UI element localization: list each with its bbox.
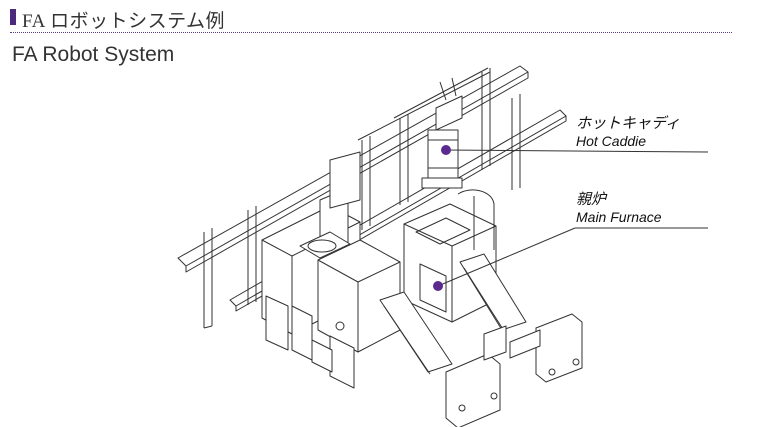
hot-caddie-marker — [441, 145, 451, 155]
page-header: FA ロボットシステム例 — [10, 4, 732, 33]
main-furnace-leader-line — [437, 227, 576, 287]
carts — [445, 313, 583, 427]
hot-caddie-leader-line — [445, 149, 709, 153]
page-title: FA ロボットシステム例 — [22, 11, 226, 32]
gantry-posts — [203, 67, 521, 329]
main-furnace-label-jp: 親炉 — [576, 190, 607, 208]
header-accent-bar — [10, 9, 16, 25]
hot-caddie — [421, 77, 463, 189]
section-subtitle: FA Robot System — [12, 43, 175, 66]
hot-caddie-label-jp: ホットキャディ — [576, 114, 680, 132]
hot-caddie-label-en: Hot Caddie — [576, 133, 647, 149]
main-furnace-label-en: Main Furnace — [576, 209, 662, 225]
main-furnace-marker — [433, 281, 443, 291]
header-divider — [10, 32, 732, 33]
conveyor-chutes — [379, 253, 527, 375]
robot-cell — [311, 239, 401, 389]
